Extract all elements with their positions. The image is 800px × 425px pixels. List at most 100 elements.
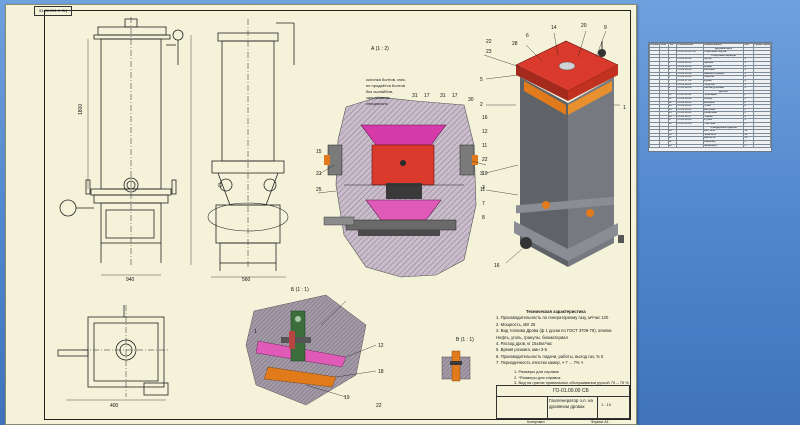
drawing-canvas: 1800 560 940 — [57, 17, 626, 409]
tech-line: 1. Производительность по генераторному г… — [496, 315, 609, 321]
tech-characteristics: Техническая характеристика 1. Производит… — [496, 309, 611, 367]
svg-text:6: 6 — [526, 33, 529, 39]
spec-cell-empty — [659, 143, 669, 149]
rotated-code-stamp: 53.00.001.0 СЦ — [34, 6, 72, 16]
detail-b-section — [245, 294, 367, 406]
svg-text:3: 3 — [482, 185, 485, 191]
detail-b-title: Б (1 : 1) — [291, 287, 309, 293]
spec-section-row: Сборочные единицы — [648, 53, 771, 59]
tech-line: Нефть, уголь, гранулы, биоматериал — [496, 334, 568, 340]
spec-header: Формат — [648, 43, 661, 48]
svg-text:1: 1 — [623, 105, 626, 111]
footer-note: 1. Размеры для справок — [514, 369, 559, 374]
svg-text:28: 28 — [512, 41, 518, 47]
title-format: Формат А1 — [591, 420, 609, 424]
title-copy: Копировал — [527, 420, 545, 424]
dim-width-mid-label: 560 — [242, 277, 251, 283]
svg-text:15: 15 — [316, 149, 322, 155]
title-name-line: дровяном дровах — [549, 404, 585, 409]
note-line: без сшлайбов, — [366, 89, 394, 94]
note-line: не продаётся болтов — [366, 83, 405, 88]
dim-height-label: 1800 — [78, 104, 84, 115]
leader-lines — [305, 30, 620, 398]
tech-line: 3. Вид топлива Дрова (ф 1 доски по ГОСТ … — [496, 328, 612, 334]
svg-text:21: 21 — [316, 171, 322, 177]
tech-line: 6. Производительность подачи, работы, вы… — [496, 353, 604, 359]
section-marker-circle — [207, 202, 289, 232]
detail-note-text: колонка болтов, гаек, не продаётся болто… — [366, 77, 406, 107]
spec-cell-code — [676, 143, 704, 149]
spec-section-row: Детали — [648, 89, 771, 95]
footer-note: 3. Вид на гранях привальных обслуживании… — [514, 380, 629, 386]
svg-text:20: 20 — [581, 23, 587, 29]
callout-numbers-3d: 28 14 6 9 20 22 23 1 5 2 3 11 16 31 17 — [440, 23, 626, 269]
svg-text:7: 7 — [482, 201, 485, 207]
svg-text:22: 22 — [376, 403, 382, 409]
drawing-sheet[interactable]: 53.00.001.0 СЦ — [5, 4, 637, 425]
dim-plan-label: 400 — [110, 403, 119, 409]
svg-text:18: 18 — [378, 369, 384, 375]
svg-text:10: 10 — [482, 171, 488, 177]
detail-a-section — [323, 96, 478, 278]
front-view — [59, 17, 184, 276]
note-line: специально — [366, 101, 388, 106]
svg-text:30: 30 — [468, 97, 474, 103]
svg-text:19: 19 — [344, 395, 350, 401]
svg-text:17: 17 — [424, 93, 430, 99]
callout-numbers-b: 1 12 18 19 22 — [254, 329, 384, 409]
title-name-line: Газогенератор э.л. на — [549, 398, 593, 403]
svg-text:3: 3 — [480, 171, 483, 177]
spec-cell-qty: 1 — [743, 143, 754, 149]
svg-text:11: 11 — [480, 187, 485, 193]
svg-text:12: 12 — [482, 129, 488, 135]
tech-line: 2. Мощность, кВт 25 — [496, 321, 536, 327]
svg-text:16: 16 — [494, 263, 500, 269]
spec-cell-name: Термометр — [702, 143, 745, 149]
title-scale: 1 : 10 — [601, 402, 612, 407]
detail-c-title: В (1 : 1) — [456, 337, 474, 343]
tech-line: 7. Периодичность очистки камер, ч 7 ... … — [496, 360, 583, 366]
svg-text:25: 25 — [316, 187, 322, 193]
svg-text:23: 23 — [486, 49, 492, 55]
plan-view — [57, 305, 170, 401]
footer-notes: 1. Размеры для справок 2. *Размеры для с… — [514, 369, 629, 386]
spec-grid: Формат Зона Поз. Обозначение Наименовани… — [648, 43, 771, 149]
note-line: запрашивать — [366, 95, 391, 100]
svg-text:17: 17 — [452, 93, 458, 99]
detail-note: А (1 : 2) — [371, 46, 389, 52]
detail-a-title: А (1 : 2) — [371, 46, 389, 52]
svg-text:22: 22 — [482, 157, 488, 163]
note-line: колонка болтов, гаек, — [366, 77, 406, 82]
svg-text:8: 8 — [482, 215, 485, 221]
dim-width-left-label: 940 — [126, 277, 135, 283]
svg-text:14: 14 — [551, 25, 557, 31]
side-view — [190, 19, 295, 278]
drawing-frame — [44, 10, 631, 420]
tech-title: Техническая характеристика — [526, 309, 586, 314]
model-3d — [514, 40, 624, 267]
svg-text:5: 5 — [480, 77, 483, 83]
title-name: Газогенератор э.л. на дровяном дровах — [549, 398, 593, 410]
svg-text:31: 31 — [440, 93, 446, 99]
callout-numbers-detail: 31 17 30 16 12 21 25 11 22 10 15 3 7 8 — [316, 93, 488, 221]
footer-note: 2. *Размеры для справок — [514, 374, 561, 380]
svg-text:31: 31 — [412, 93, 418, 99]
svg-text:1: 1 — [254, 329, 257, 335]
svg-text:16: 16 — [482, 115, 488, 121]
detail-c-section — [441, 350, 471, 382]
svg-text:2: 2 — [480, 102, 483, 108]
tech-line: 4. Расход дров, кг 15±5кг/час — [496, 341, 553, 347]
title-doc-code: ГО-01.00.00 СБ — [553, 388, 589, 394]
svg-text:11: 11 — [482, 143, 487, 149]
svg-text:22: 22 — [486, 39, 492, 45]
spec-cell-pos: 23 — [667, 143, 678, 149]
spec-header: Приме-чание — [753, 43, 771, 48]
title-block: ГО-01.00.00 СБ Газогенератор э.л. на дро… — [496, 385, 630, 424]
tech-line: 5. Время розжига, мин 3-5 — [496, 347, 547, 353]
specification-table[interactable]: Формат Зона Поз. Обозначение Наименовани… — [648, 42, 772, 152]
